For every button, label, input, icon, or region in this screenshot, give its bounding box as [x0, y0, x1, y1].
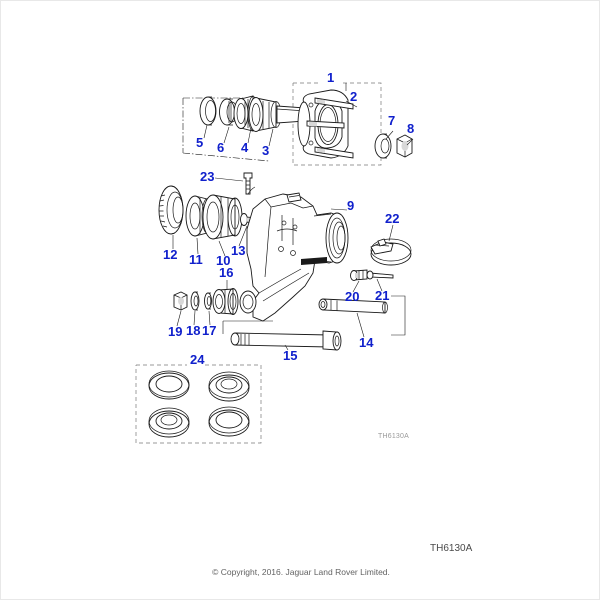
part-grease-nipple-20: [350, 269, 368, 281]
part-shim-washer-17: [204, 292, 212, 310]
drawing-code-label: TH6130A: [378, 433, 409, 440]
bracket-swivel-pin: [391, 295, 406, 336]
part-hub-bearing-inner-10: [202, 194, 243, 240]
part-oil-seal-3: [248, 97, 282, 132]
part-flange-bolt-23: [243, 172, 253, 195]
part-seal-ring-5: [199, 96, 217, 126]
group-box-1: [292, 82, 382, 166]
callout-13[interactable]: 13: [231, 243, 246, 258]
part-seal-kit-ring-3: [148, 407, 190, 438]
callout-20[interactable]: 20: [345, 289, 360, 304]
sheet-code-label: TH6130A: [430, 543, 473, 554]
part-wheel-stud-2: [306, 97, 354, 159]
callout-21[interactable]: 21: [375, 288, 390, 303]
part-swivel-pin-14: [318, 298, 388, 314]
callout-1[interactable]: 1: [327, 70, 335, 85]
part-hub-nut-8: [396, 134, 413, 158]
callout-7[interactable]: 7: [388, 113, 396, 128]
part-abs-reluctor-ring-12: [158, 185, 184, 235]
callout-24[interactable]: 24: [190, 352, 205, 367]
part-lock-nut-19: [173, 291, 188, 311]
part-hub-flange-1: [297, 89, 354, 159]
callout-18[interactable]: 18: [186, 323, 201, 338]
part-retaining-pin-21: [366, 270, 394, 280]
callout-4[interactable]: 4: [241, 140, 249, 155]
callout-22[interactable]: 22: [385, 211, 400, 226]
callout-14[interactable]: 14: [359, 335, 374, 350]
leader-lines: [172, 83, 414, 351]
part-seal-kit-ring-2: [208, 371, 250, 402]
copyright-notice: © Copyright, 2016. Jaguar Land Rover Lim…: [212, 567, 390, 577]
callout-5[interactable]: 5: [196, 135, 204, 150]
callout-8[interactable]: 8: [407, 121, 415, 136]
part-swivel-bearing-16: [212, 288, 239, 315]
callout-11[interactable]: 11: [189, 252, 203, 267]
callout-9[interactable]: 9: [347, 198, 355, 213]
part-hose-clamp-22: [370, 238, 412, 266]
part-swivel-pin-bolt-15: [230, 330, 342, 351]
callout-2[interactable]: 2: [350, 89, 358, 104]
callout-19[interactable]: 19: [168, 324, 183, 339]
bracket-bolt: [222, 320, 273, 334]
group-box-24: [135, 364, 262, 444]
bracket-seal-stack: [182, 97, 270, 162]
part-spacer-ring-6: [219, 98, 238, 126]
callout-15[interactable]: 15: [283, 348, 298, 363]
callout-6[interactable]: 6: [217, 140, 225, 155]
callout-12[interactable]: 12: [163, 247, 178, 262]
callout-10[interactable]: 10: [216, 253, 231, 268]
callout-23[interactable]: 23: [200, 169, 215, 184]
callout-16[interactable]: 16: [219, 265, 234, 280]
part-lock-washer-18: [190, 291, 200, 311]
part-seal-kit-ring-4: [208, 406, 250, 437]
part-seal-kit-ring-1: [148, 370, 190, 400]
part-hub-washer-7: [374, 133, 392, 159]
part-swivel-housing-9: [239, 186, 349, 322]
callout-17[interactable]: 17: [202, 323, 217, 338]
callout-3[interactable]: 3: [262, 143, 270, 158]
